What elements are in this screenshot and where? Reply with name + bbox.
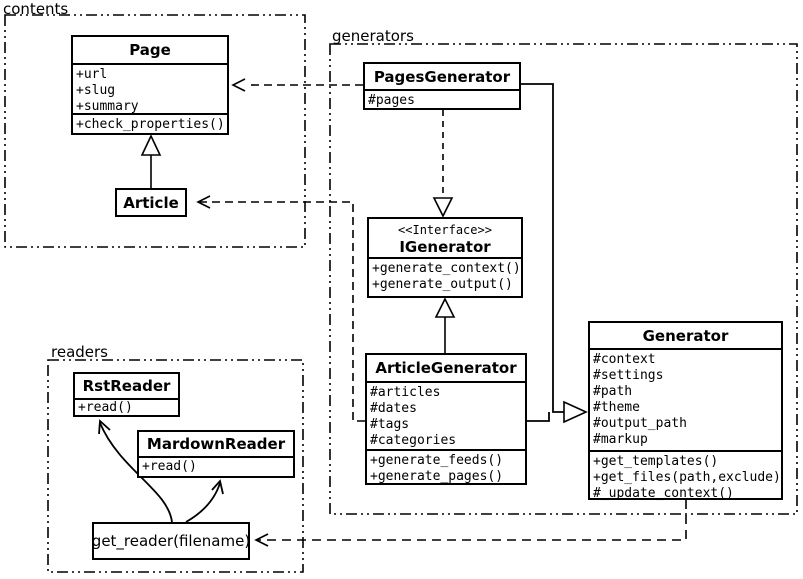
class-generator-attributes: #context #settings #path #theme #output_… (590, 348, 781, 450)
class-mardownreader: MardownReader +read() (137, 430, 295, 478)
class-articlegenerator-name: ArticleGenerator (375, 359, 517, 377)
method: +generate_pages() (370, 469, 504, 484)
class-page-name: Page (129, 41, 171, 59)
arrowhead-open-getreader (254, 533, 269, 547)
arrowhead-open-article (196, 195, 211, 209)
attribute: #context (593, 352, 656, 367)
package-label-contents: contents (3, 0, 69, 18)
call-getreader-mardownreader (185, 482, 221, 523)
arrowhead-triangle-igenerator-top (432, 197, 454, 218)
package-label-readers: readers (51, 343, 108, 361)
arrowhead-triangle-page-bottom (140, 134, 162, 156)
attribute: #output_path (593, 416, 687, 431)
function-get-reader: get_reader(filename) (92, 522, 250, 560)
method: +check_properties() (76, 117, 225, 132)
class-generator-methods: +get_templates() +get_files(path,exclude… (590, 450, 781, 502)
method: +generate_feeds() (370, 453, 504, 468)
class-generator: Generator #context #settings #path #them… (588, 321, 783, 502)
class-igenerator-name: IGenerator (399, 238, 491, 256)
class-generator-name: Generator (642, 326, 729, 345)
arrowhead-triangle-igenerator-bottom (434, 297, 456, 318)
method: +read() (78, 400, 133, 415)
method: +generate_context() (372, 261, 521, 276)
class-articlegenerator-methods: +generate_feeds() +generate_pages() (367, 449, 525, 487)
class-rstreader: RstReader +read() (73, 372, 180, 417)
class-articlegenerator-attributes: #articles #dates #tags #categories (367, 381, 525, 449)
class-page-attributes: +url +slug +summary (73, 63, 227, 113)
inheritance-pagesgenerator-generator (521, 83, 564, 413)
class-articlegenerator: ArticleGenerator #articles #dates #tags … (365, 353, 527, 485)
attribute: #articles (370, 385, 441, 400)
class-igenerator: <<Interface>> IGenerator +generate_conte… (367, 217, 523, 298)
inheritance-articlegenerator-generator (527, 412, 550, 422)
class-igenerator-header: <<Interface>> IGenerator (369, 219, 521, 257)
arrowhead-open-rstreader (98, 419, 111, 435)
class-article: Article (115, 188, 187, 217)
package-label-generators: generators (332, 27, 414, 45)
class-pagesgenerator-attributes: #pages (365, 89, 519, 110)
class-pagesgenerator-name: PagesGenerator (373, 67, 511, 86)
class-rstreader-name: RstReader (82, 377, 171, 395)
attribute: +slug (76, 83, 116, 98)
class-page-methods: +check_properties() (73, 113, 227, 137)
attribute: #theme (593, 400, 640, 415)
dependency-generator-getreader (258, 500, 687, 541)
method: +get_files(path,exclude) (593, 470, 781, 485)
attribute: #categories (370, 433, 457, 448)
class-mardownreader-name: MardownReader (146, 435, 286, 453)
attribute: #pages (368, 93, 415, 108)
method: +read() (142, 459, 197, 474)
method: +generate_output() (372, 277, 513, 292)
package-border-contents (4, 14, 306, 248)
arrowhead-triangle-generator-left (563, 400, 588, 424)
class-article-name: Article (123, 193, 179, 212)
arrowhead-open-page (231, 78, 246, 92)
package-border-generators (329, 43, 798, 515)
attribute: #settings (593, 368, 664, 383)
method: #_update_context() (593, 486, 734, 501)
attribute: #path (593, 384, 633, 399)
method: +get_templates() (593, 454, 719, 469)
class-igenerator-methods: +generate_context() +generate_output() (369, 257, 521, 295)
attribute: +url (76, 67, 108, 82)
class-rstreader-methods: +read() (75, 398, 178, 417)
class-pagesgenerator: PagesGenerator #pages (363, 62, 521, 110)
function-get-reader-label: get_reader(filename) (91, 532, 251, 550)
class-igenerator-stereotype: <<Interface>> (398, 223, 492, 237)
dependency-articlegenerator-article (200, 201, 365, 422)
call-getreader-rstreader (99, 422, 173, 523)
class-mardownreader-methods: +read() (139, 456, 293, 478)
attribute: +summary (76, 99, 139, 113)
attribute: #tags (370, 417, 410, 432)
attribute: #markup (593, 432, 648, 447)
arrowhead-open-mardownreader (211, 479, 224, 495)
package-border-readers (47, 359, 304, 573)
attribute: #dates (370, 401, 417, 416)
class-page: Page +url +slug +summary +check_properti… (71, 35, 229, 135)
